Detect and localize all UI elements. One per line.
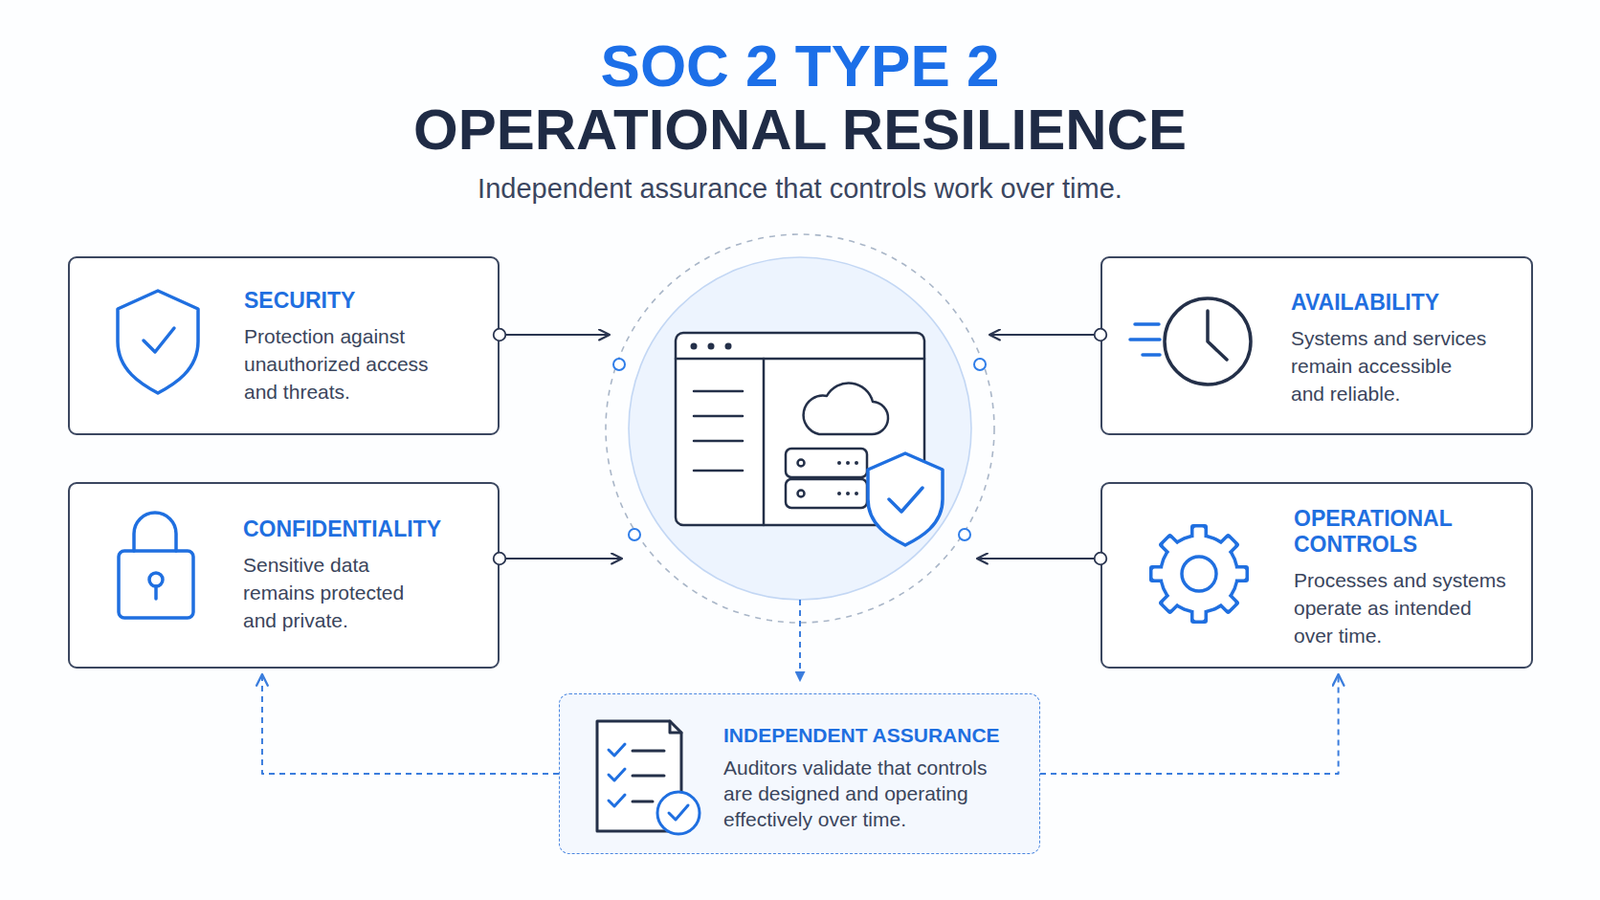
server-dot bbox=[854, 491, 859, 496]
speed-line bbox=[1134, 322, 1159, 327]
lock-body bbox=[118, 551, 194, 619]
box-description: Sensitive data remains protected and pri… bbox=[243, 551, 430, 635]
server-light bbox=[798, 490, 805, 498]
gear-tooth bbox=[1157, 533, 1241, 616]
text-column: CONFIDENTIALITY Sensitive data remains pr… bbox=[243, 516, 430, 635]
list-line bbox=[632, 775, 665, 778]
gear-hole bbox=[1181, 556, 1217, 592]
list-line bbox=[632, 800, 653, 804]
diagram-title: SOC 2 TYPE 2 bbox=[0, 33, 1600, 99]
menu-line bbox=[693, 440, 743, 444]
server-dot bbox=[845, 491, 850, 496]
category-box: CONFIDENTIALITY Sensitive data remains pr… bbox=[67, 482, 500, 669]
check-mark bbox=[888, 488, 923, 512]
server-unit bbox=[785, 479, 867, 509]
menu-line bbox=[693, 469, 743, 473]
browser-window bbox=[675, 333, 925, 526]
clock-face bbox=[1164, 298, 1251, 385]
server-dot bbox=[854, 461, 859, 466]
server-dot bbox=[845, 461, 850, 466]
box-heading: SECURITY bbox=[244, 288, 450, 314]
gear-inner bbox=[1162, 537, 1236, 611]
gear-tooth bbox=[1190, 524, 1208, 624]
window-dot bbox=[725, 343, 733, 351]
window-dot bbox=[708, 343, 715, 351]
outer-ring bbox=[605, 234, 995, 623]
shield-badge bbox=[867, 453, 943, 546]
gear-inner bbox=[1162, 537, 1236, 611]
check-mark bbox=[608, 744, 625, 756]
menu-line bbox=[693, 415, 743, 419]
feed-arrow bbox=[499, 557, 623, 560]
ring-dot bbox=[974, 358, 986, 371]
text-column: AVAILABILITY Systems and services remain … bbox=[1290, 289, 1489, 408]
gear-tooth bbox=[1149, 565, 1249, 583]
feed-arrow bbox=[977, 557, 1101, 560]
text-column: INDEPENDENT ASSURANCE Auditors validate t… bbox=[723, 723, 1011, 833]
gear-inner bbox=[1153, 569, 1246, 580]
speed-line bbox=[1130, 337, 1160, 342]
server-light bbox=[798, 460, 805, 467]
hub-down-arrow bbox=[799, 600, 801, 682]
category-box: SECURITY Protection against unauthorized … bbox=[67, 256, 500, 436]
clock-icon bbox=[1130, 298, 1251, 385]
speed-line bbox=[1142, 353, 1160, 357]
feed-arrow bbox=[989, 333, 1101, 336]
check-badge bbox=[657, 792, 700, 835]
gear-tooth bbox=[1157, 533, 1241, 616]
keyhole bbox=[149, 573, 163, 587]
box-heading: AVAILABILITY bbox=[1290, 289, 1489, 316]
check-mark bbox=[608, 769, 625, 781]
box-heading: CONFIDENTIALITY bbox=[243, 516, 430, 543]
cloud-icon bbox=[803, 382, 889, 435]
box-heading: OPERATIONAL CONTROLS bbox=[1293, 506, 1512, 558]
gear-rim bbox=[1158, 533, 1240, 615]
box-description: Processes and systems operate as intende… bbox=[1293, 566, 1512, 650]
check-mark bbox=[608, 795, 625, 807]
checklist-icon bbox=[597, 721, 700, 835]
category-box: AVAILABILITY Systems and services remain … bbox=[1100, 256, 1534, 436]
dashed-connector bbox=[1040, 674, 1339, 775]
check-mark bbox=[668, 805, 689, 821]
dashed-connector bbox=[262, 674, 559, 775]
server-dot bbox=[837, 491, 842, 496]
subtitle: Independent assurance that controls work… bbox=[0, 171, 1600, 206]
document bbox=[597, 721, 682, 832]
gear-inner bbox=[1194, 528, 1205, 622]
menu-line bbox=[693, 390, 743, 394]
ring-dot bbox=[628, 529, 641, 541]
box-description: Protection against unauthorized access a… bbox=[244, 322, 450, 406]
lock-shackle bbox=[133, 512, 177, 552]
box-description: Auditors validate that controls are desi… bbox=[723, 755, 1011, 833]
text-column: SECURITY Protection against unauthorized … bbox=[244, 288, 450, 406]
hub-circle bbox=[628, 257, 972, 600]
clock-hands bbox=[1207, 311, 1227, 360]
server-dot bbox=[837, 461, 842, 466]
page-fold bbox=[669, 721, 682, 734]
lock-icon bbox=[118, 512, 194, 619]
ring-dot bbox=[958, 529, 971, 541]
box-heading: INDEPENDENT ASSURANCE bbox=[723, 723, 1011, 748]
sidebar-divider bbox=[762, 358, 766, 526]
feed-arrow bbox=[499, 333, 610, 336]
system-illustration bbox=[675, 333, 925, 526]
gear-inner bbox=[1162, 537, 1237, 612]
shield-icon bbox=[117, 290, 199, 394]
list-line bbox=[632, 750, 665, 754]
check-mark bbox=[143, 328, 175, 353]
ring-dot bbox=[613, 358, 625, 371]
server-unit bbox=[785, 448, 867, 478]
title-bar bbox=[675, 357, 925, 361]
keyhole-stem bbox=[154, 586, 158, 600]
category-box: OPERATIONAL CONTROLS Processes and system… bbox=[1100, 482, 1534, 669]
window-dot bbox=[690, 343, 698, 351]
gear-icon bbox=[1149, 524, 1249, 624]
title-line: OPERATIONAL RESILIENCE bbox=[0, 97, 1600, 163]
assurance-box: INDEPENDENT ASSURANCE Auditors validate t… bbox=[558, 693, 1041, 855]
text-column: OPERATIONAL CONTROLS Processes and system… bbox=[1293, 506, 1512, 650]
box-description: Systems and services remain accessible a… bbox=[1290, 324, 1489, 408]
